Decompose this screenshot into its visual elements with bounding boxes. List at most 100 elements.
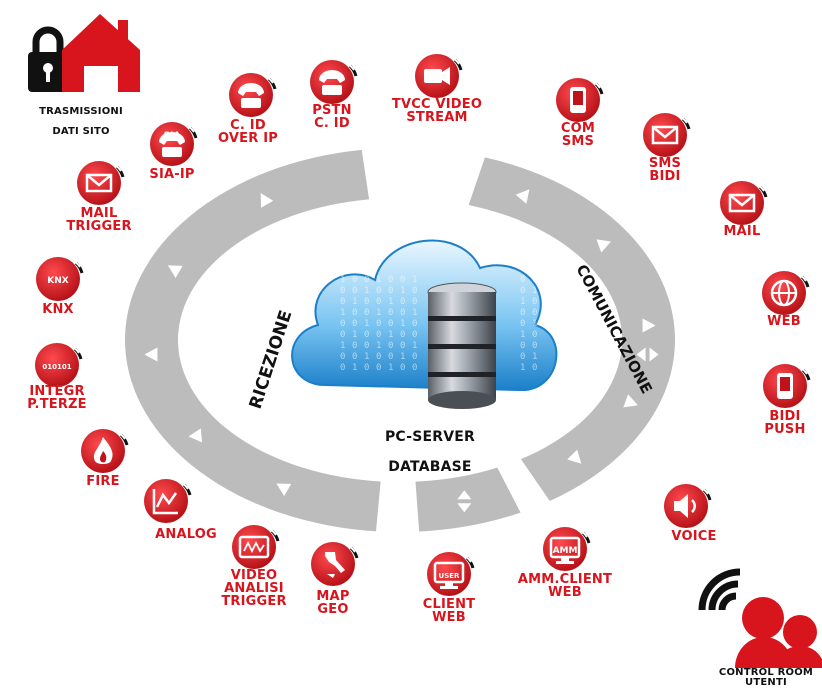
svg-text:0: 0 bbox=[412, 297, 417, 307]
svg-text:0: 0 bbox=[364, 363, 369, 373]
svg-text:1: 1 bbox=[388, 297, 393, 307]
site-data-label-line2: DATI SITO bbox=[52, 126, 110, 137]
flow-arrow-icon bbox=[260, 193, 274, 208]
control-room-label-line2: UTENTI bbox=[745, 677, 787, 688]
cloud-server-icon: 1001001000010010010100100101001001000010… bbox=[291, 239, 558, 409]
control-room-label: CONTROL ROOM UTENTI bbox=[712, 668, 820, 688]
ring-double-arrow-icon bbox=[457, 490, 472, 513]
c-id-over-ip-label: C. ID OVER IP bbox=[218, 118, 278, 146]
analog-node bbox=[144, 479, 192, 523]
phone-icon bbox=[238, 83, 264, 108]
monitor-icon: AMM bbox=[549, 536, 581, 564]
mail-label: MAIL bbox=[723, 224, 761, 239]
svg-text:0: 0 bbox=[400, 330, 405, 340]
svg-text:0: 0 bbox=[400, 297, 405, 307]
svg-text:0: 0 bbox=[520, 319, 525, 329]
svg-text:0: 0 bbox=[400, 363, 405, 373]
voice-label: VOICE bbox=[671, 529, 717, 544]
svg-text:1: 1 bbox=[388, 363, 393, 373]
svg-text:1: 1 bbox=[340, 308, 345, 318]
svg-text:1: 1 bbox=[532, 286, 537, 296]
chart-icon bbox=[152, 489, 178, 515]
svg-text:0: 0 bbox=[388, 352, 393, 362]
svg-text:0: 0 bbox=[412, 363, 417, 373]
svg-text:1: 1 bbox=[376, 341, 381, 351]
wifi-signal-icon bbox=[698, 568, 741, 611]
svg-text:0: 0 bbox=[388, 286, 393, 296]
server-label-line1: PC-SERVER bbox=[384, 429, 476, 445]
globe-cursor-icon bbox=[770, 279, 798, 307]
svg-text:1: 1 bbox=[520, 330, 525, 340]
map-geo-node bbox=[311, 542, 359, 586]
svg-text:1: 1 bbox=[388, 330, 393, 340]
svg-text:1: 1 bbox=[400, 352, 405, 362]
client-web-label: CLIENT WEB bbox=[422, 597, 476, 625]
speaker-icon bbox=[674, 494, 696, 518]
flow-arrow-icon bbox=[144, 347, 158, 362]
knx-node: KNX bbox=[36, 257, 84, 301]
svg-text:0: 0 bbox=[400, 308, 405, 318]
video-wave-icon bbox=[238, 535, 270, 559]
sms-phone-icon bbox=[570, 87, 586, 113]
svg-text:0: 0 bbox=[412, 330, 417, 340]
web-node bbox=[762, 271, 810, 315]
knx-label: KNX bbox=[42, 302, 74, 317]
analog-label: ANALOG bbox=[155, 527, 217, 542]
svg-text:0: 0 bbox=[376, 286, 381, 296]
monitor-icon: USER bbox=[433, 561, 465, 589]
svg-text:0: 0 bbox=[352, 341, 357, 351]
svg-text:1: 1 bbox=[364, 319, 369, 329]
svg-text:0: 0 bbox=[388, 275, 393, 285]
pstn-node bbox=[310, 60, 358, 104]
ring-bottom-segment bbox=[415, 467, 521, 532]
video-analisi-node bbox=[232, 525, 280, 569]
fire-label: FIRE bbox=[86, 474, 120, 489]
svg-text:0: 0 bbox=[376, 330, 381, 340]
svg-text:1: 1 bbox=[532, 319, 537, 329]
flow-arrow-icon bbox=[623, 394, 638, 408]
integr-label: INTEGR P.TERZE bbox=[27, 384, 87, 412]
svg-text:0: 0 bbox=[364, 308, 369, 318]
svg-text:0: 0 bbox=[532, 330, 537, 340]
mail-trigger-node bbox=[77, 161, 125, 205]
svg-text:0: 0 bbox=[376, 319, 381, 329]
svg-text:1: 1 bbox=[352, 330, 357, 340]
svg-text:1: 1 bbox=[352, 363, 357, 373]
svg-text:0: 0 bbox=[520, 341, 525, 351]
sms-bidi-label: SMS BIDI bbox=[648, 156, 682, 184]
knx-icon: KNX bbox=[47, 276, 69, 286]
svg-text:0: 0 bbox=[520, 352, 525, 362]
flame-icon bbox=[93, 437, 113, 464]
svg-text:0: 0 bbox=[532, 275, 537, 285]
svg-text:1: 1 bbox=[520, 297, 525, 307]
bidi-push-node bbox=[763, 364, 811, 408]
svg-text:1: 1 bbox=[520, 363, 525, 373]
svg-text:0: 0 bbox=[520, 308, 525, 318]
svg-text:0: 0 bbox=[412, 286, 417, 296]
svg-text:AMM: AMM bbox=[553, 546, 578, 556]
site-data-label-line1: TRASMISSIONI bbox=[39, 106, 123, 117]
mail-node bbox=[720, 181, 768, 225]
svg-text:0: 0 bbox=[532, 297, 537, 307]
envelope-phone-icon bbox=[651, 125, 679, 145]
fire-node bbox=[81, 429, 129, 473]
sia-ip-node: SIA bbox=[150, 122, 198, 166]
svg-text:0: 0 bbox=[364, 341, 369, 351]
svg-text:1: 1 bbox=[340, 341, 345, 351]
flow-arrow-icon bbox=[167, 265, 183, 278]
svg-text:1: 1 bbox=[352, 297, 357, 307]
svg-text:0: 0 bbox=[364, 330, 369, 340]
web-label: WEB bbox=[767, 314, 801, 329]
svg-text:USER: USER bbox=[439, 572, 461, 580]
ring-left-segment bbox=[124, 149, 381, 532]
svg-text:0: 0 bbox=[364, 297, 369, 307]
svg-text:1: 1 bbox=[364, 352, 369, 362]
svg-text:1: 1 bbox=[400, 286, 405, 296]
svg-text:1: 1 bbox=[376, 275, 381, 285]
svg-text:KNX: KNX bbox=[47, 276, 69, 286]
svg-text:0: 0 bbox=[376, 352, 381, 362]
flow-arrow-icon bbox=[188, 428, 203, 443]
svg-text:1: 1 bbox=[364, 286, 369, 296]
amm-client-web-label: AMM.CLIENT WEB bbox=[517, 572, 613, 600]
